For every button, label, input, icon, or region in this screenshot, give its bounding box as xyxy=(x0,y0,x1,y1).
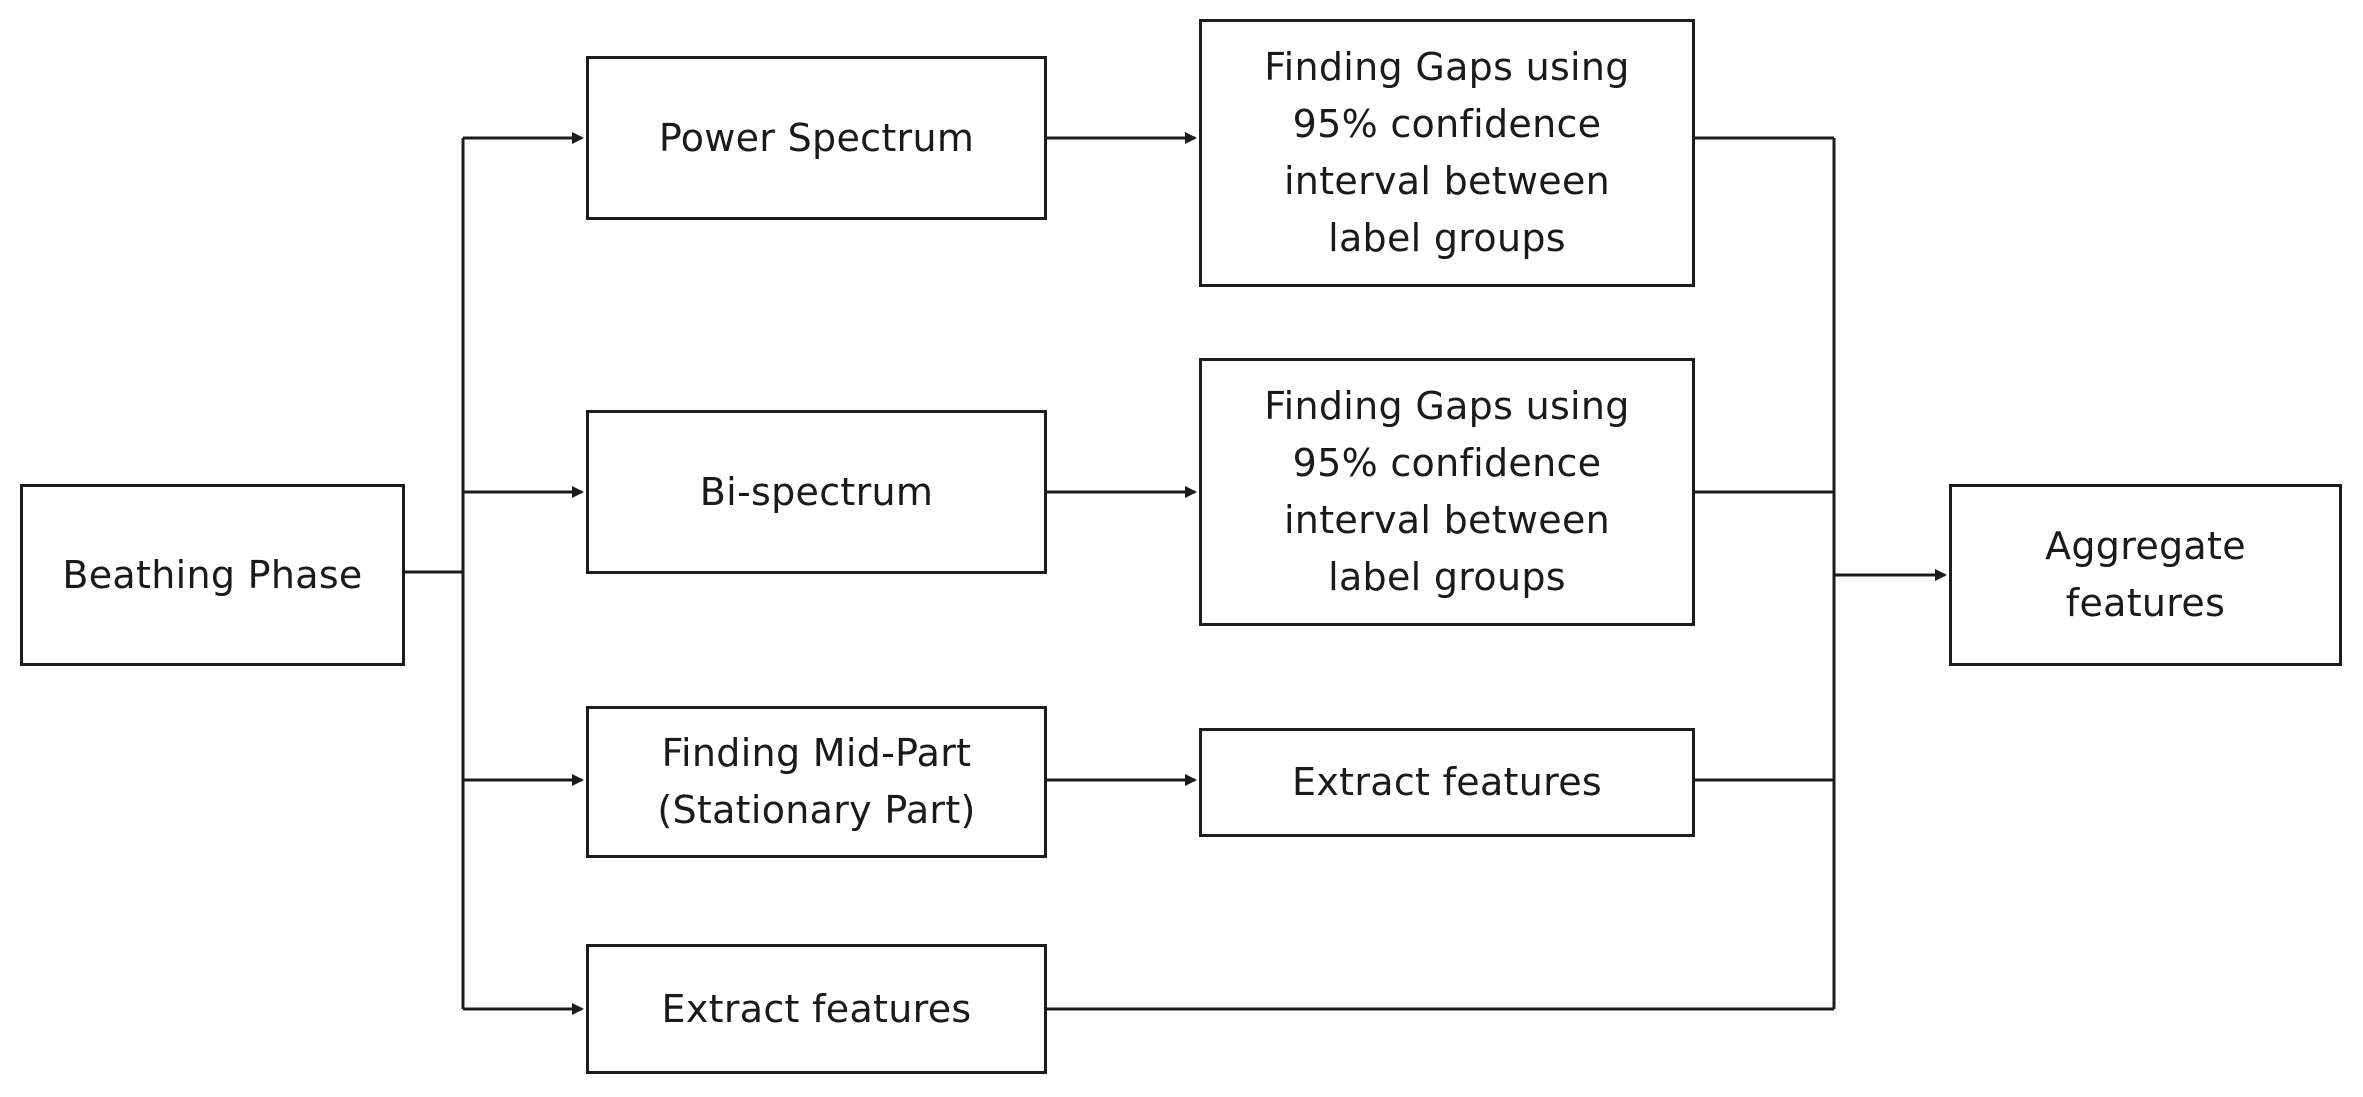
node-finding-gaps-bispectrum: Finding Gaps using 95% confidence interv… xyxy=(1199,358,1695,626)
node-power-spectrum: Power Spectrum xyxy=(586,56,1047,220)
node-finding-gaps-power: Finding Gaps using 95% confidence interv… xyxy=(1199,19,1695,287)
node-bi-spectrum: Bi-spectrum xyxy=(586,410,1047,574)
node-finding-gaps-power-label: Finding Gaps using 95% confidence interv… xyxy=(1264,45,1630,260)
node-extract-features-mid-label: Extract features xyxy=(1292,760,1602,804)
node-breathing-phase-label: Beathing Phase xyxy=(62,552,363,597)
node-extract-features-direct: Extract features xyxy=(586,944,1047,1074)
node-finding-mid-part: Finding Mid-Part (Stationary Part) xyxy=(586,706,1047,858)
node-extract-features-mid: Extract features xyxy=(1199,728,1695,837)
node-extract-features-direct-label: Extract features xyxy=(661,986,972,1031)
node-aggregate-features-label: Aggregate features xyxy=(2045,524,2246,625)
node-finding-mid-part-label: Finding Mid-Part (Stationary Part) xyxy=(657,731,976,832)
node-aggregate-features: Aggregate features xyxy=(1949,484,2342,666)
node-finding-gaps-bispectrum-label: Finding Gaps using 95% confidence interv… xyxy=(1264,384,1630,599)
node-bi-spectrum-label: Bi-spectrum xyxy=(699,469,934,514)
node-power-spectrum-label: Power Spectrum xyxy=(658,115,975,160)
node-breathing-phase: Beathing Phase xyxy=(20,484,405,666)
